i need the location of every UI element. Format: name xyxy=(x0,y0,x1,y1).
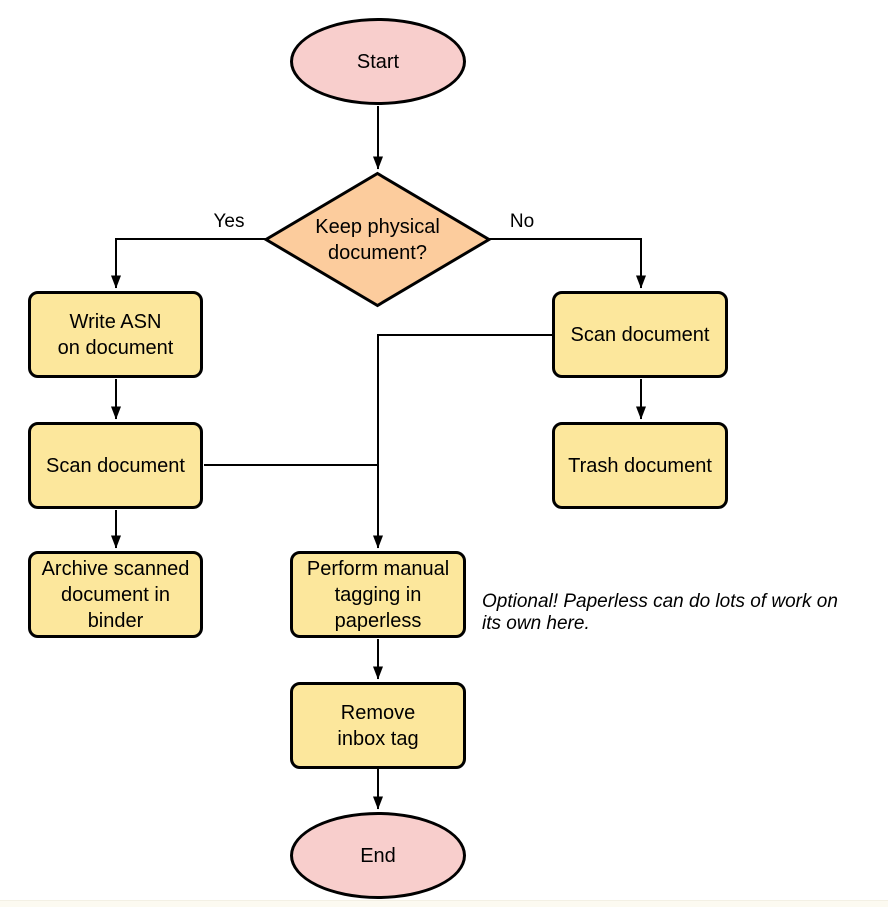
node-write-asn: Write ASN on document xyxy=(28,291,203,378)
node-scan-document-left-label: Scan document xyxy=(46,454,185,477)
edge-decision-no-to-scan-right xyxy=(489,238,646,289)
node-archive-binder-label: Archive scanned document in binder xyxy=(41,557,190,632)
node-end-label: End xyxy=(360,844,396,867)
node-trash-document: Trash document xyxy=(552,422,728,509)
node-decision-diamond xyxy=(263,171,492,308)
optional-note: Optional! Paperless can do lots of work … xyxy=(482,591,838,634)
node-manual-tagging-label: Perform manual tagging in paperless xyxy=(306,557,450,632)
edge-scan-right-to-tagging xyxy=(373,334,552,549)
edge-label-yes: Yes xyxy=(213,211,245,232)
node-write-asn-label: Write ASN on document xyxy=(57,310,174,359)
node-archive-binder: Archive scanned document in binder xyxy=(28,551,203,638)
node-trash-document-label: Trash document xyxy=(568,454,712,477)
node-scan-document-left: Scan document xyxy=(28,422,203,509)
node-start: Start xyxy=(290,18,466,105)
node-decision-label: Keep physical document? xyxy=(315,215,440,264)
node-remove-inbox-tag: Remove inbox tag xyxy=(290,682,466,769)
node-scan-document-right: Scan document xyxy=(552,291,728,378)
bottom-strip xyxy=(0,900,888,907)
edge-label-no: No xyxy=(509,211,535,232)
node-remove-inbox-tag-label: Remove inbox tag xyxy=(337,701,419,750)
node-end: End xyxy=(290,812,466,899)
node-scan-document-right-label: Scan document xyxy=(570,323,710,346)
edge-decision-yes-to-write-asn xyxy=(111,238,266,289)
node-manual-tagging: Perform manual tagging in paperless xyxy=(290,551,466,638)
node-start-label: Start xyxy=(356,50,400,73)
